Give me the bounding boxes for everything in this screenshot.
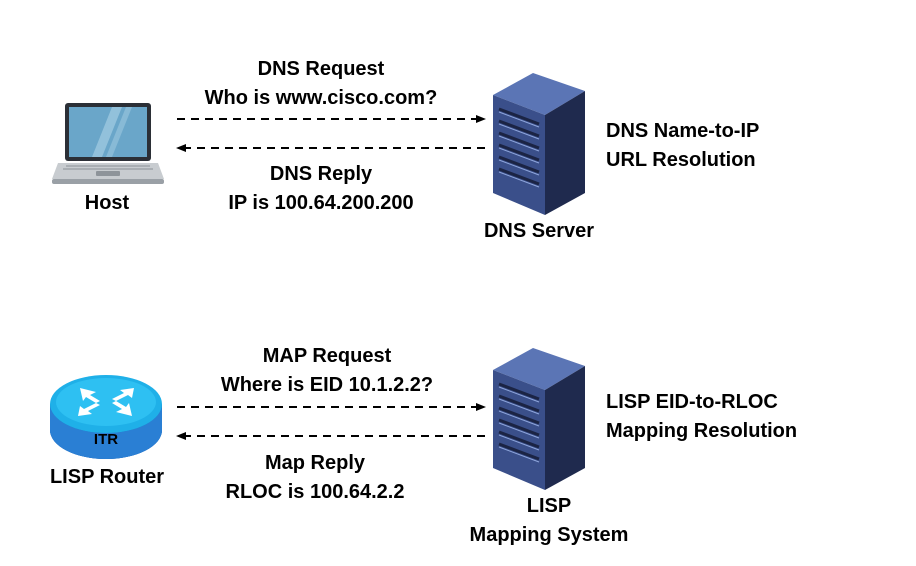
- lisp-router-label: LISP Router: [49, 466, 165, 488]
- dns-function-line2: URL Resolution: [606, 149, 756, 171]
- dns-request-title: DNS Request: [257, 58, 385, 80]
- map-reply-title: Map Reply: [264, 452, 366, 474]
- dns-request-question: Who is www.cisco.com?: [204, 87, 438, 109]
- laptop-icon: [52, 103, 164, 184]
- lisp-function-line1: LISP EID-to-RLOC: [606, 391, 778, 413]
- map-reply-answer: RLOC is 100.64.2.2: [225, 481, 405, 503]
- host-label: Host: [84, 192, 130, 214]
- dns-server-icon: [493, 73, 585, 215]
- lisp-mapping-label-line2: Mapping System: [469, 524, 629, 546]
- dns-reply-title: DNS Reply: [269, 163, 373, 185]
- map-request-title: MAP Request: [262, 345, 392, 367]
- map-request-question: Where is EID 10.1.2.2?: [220, 374, 434, 396]
- lisp-mapping-label-line1: LISP: [526, 495, 572, 517]
- lisp-mapping-server-icon: [493, 348, 585, 490]
- dns-server-label: DNS Server: [483, 220, 595, 242]
- dns-reply-answer: IP is 100.64.200.200: [228, 192, 414, 214]
- lisp-function-line2: Mapping Resolution: [606, 420, 798, 442]
- router-icon: [50, 375, 162, 459]
- dns-function-line1: DNS Name-to-IP: [606, 120, 760, 142]
- itr-badge: ITR: [93, 431, 119, 448]
